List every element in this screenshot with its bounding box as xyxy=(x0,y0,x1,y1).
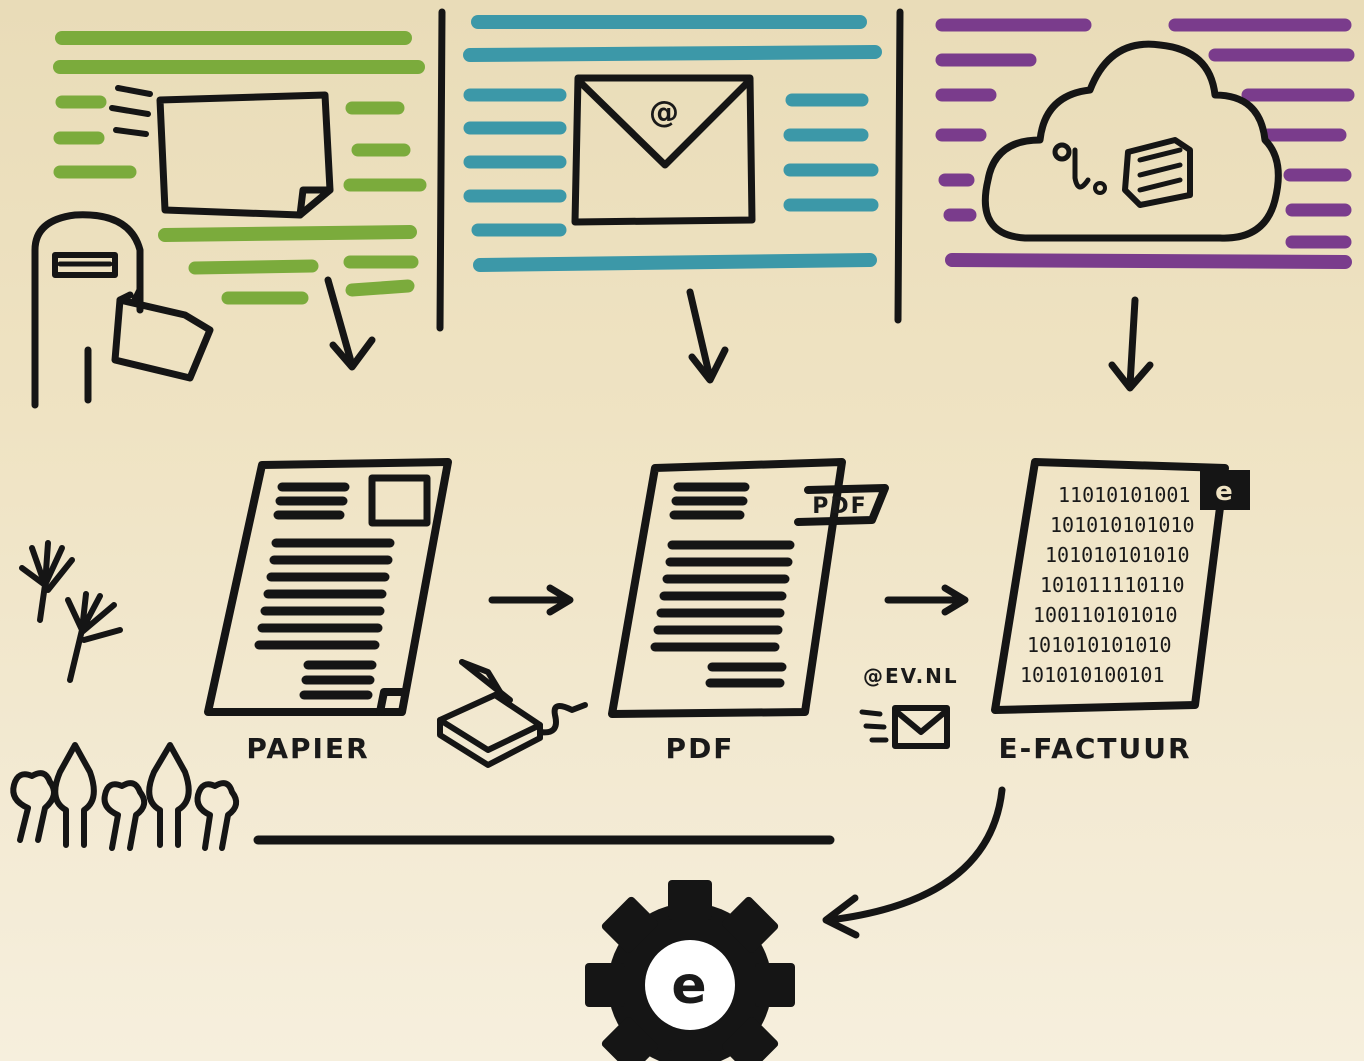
arrow-down-cloud xyxy=(1108,296,1154,392)
binary-row: 101010101010 xyxy=(1045,543,1190,567)
arrow-curve-gear xyxy=(822,786,1006,939)
hands-icon xyxy=(19,540,123,683)
pdf-badge: PDF xyxy=(812,494,867,519)
section-paper-mail xyxy=(31,31,427,409)
section-divider xyxy=(436,8,446,332)
binary-row: 101011110110 xyxy=(1040,573,1185,597)
binary-rows: 11010101001 101010101010 101010101010 10… xyxy=(1020,483,1195,687)
pdf-document-icon xyxy=(608,458,889,718)
arrow-down-email xyxy=(686,288,729,384)
arrow-right-pdf xyxy=(488,584,574,616)
paper-mail-icon xyxy=(109,85,334,219)
purple-brush-strokes xyxy=(935,18,1355,269)
label-efactuur: E-FACTUUR xyxy=(998,732,1191,765)
binary-document-icon xyxy=(991,458,1250,714)
label-papier: PAPIER xyxy=(246,732,369,765)
binary-row: 11010101001 xyxy=(1058,483,1190,507)
binary-row: 101010100101 xyxy=(1020,663,1165,687)
cloud-icon xyxy=(981,40,1282,242)
scanner-icon xyxy=(437,659,588,768)
pdf-text-lines xyxy=(650,482,795,688)
gear-letter: e xyxy=(671,956,708,1016)
envelope-at-icon xyxy=(571,74,756,226)
label-pdf: PDF xyxy=(666,732,735,765)
section-divider xyxy=(894,8,904,324)
mailbox-icon xyxy=(31,211,214,409)
binary-row: 101010101010 xyxy=(1027,633,1172,657)
small-envelope-icon xyxy=(859,705,950,749)
email-at-symbol: @ xyxy=(649,95,681,130)
paper-document-icon xyxy=(204,458,452,716)
gear-e-icon xyxy=(585,880,795,1061)
section-email: @ xyxy=(463,15,882,384)
email-address: @EV.NL xyxy=(863,664,959,688)
efactuur-badge: e xyxy=(1215,477,1235,507)
paper-text-lines xyxy=(254,482,395,700)
teal-brush-strokes xyxy=(463,15,882,272)
green-brush-strokes xyxy=(53,31,427,305)
arrow-right-efactuur xyxy=(884,584,969,616)
binary-row: 101010101010 xyxy=(1050,513,1195,537)
section-cloud xyxy=(935,18,1355,392)
trees-icon xyxy=(10,742,240,851)
e-badge-box xyxy=(1200,470,1250,510)
binary-row: 100110101010 xyxy=(1033,603,1178,627)
arrow-down-paper xyxy=(324,276,376,371)
